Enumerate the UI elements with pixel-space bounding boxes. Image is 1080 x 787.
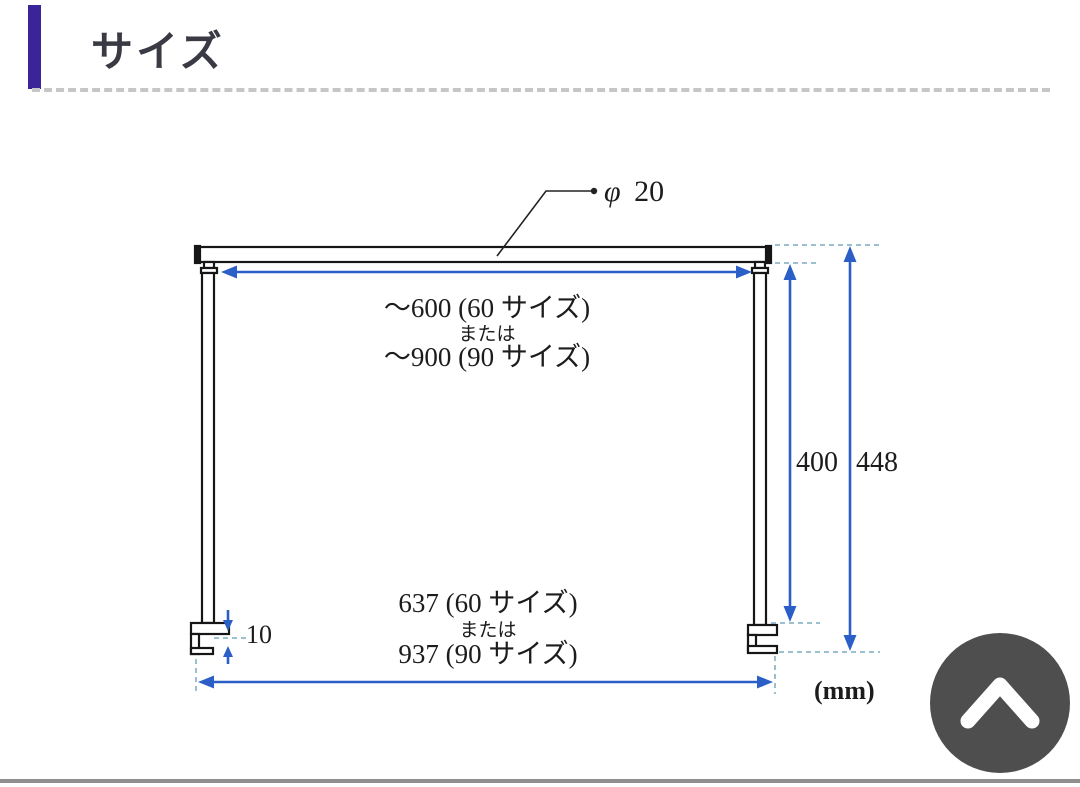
height-total-label: 448 (856, 447, 898, 478)
diameter-label: φ 20 (604, 175, 664, 208)
bottom-divider (0, 779, 1080, 783)
frame-top-bar-right-cap (764, 244, 773, 265)
bottom-width-label-90: 937 (90 サイズ) (398, 639, 577, 669)
unit-label: (mm) (814, 676, 875, 705)
frame-right-post (752, 271, 768, 627)
foot-gap-label: 10 (246, 620, 272, 649)
frame-structure (189, 244, 779, 656)
chevron-up-icon (960, 677, 1040, 729)
bottom-width-label-60: 637 (60 サイズ) (398, 588, 577, 618)
frame-top-bar (195, 245, 771, 264)
top-width-label-90: ～900 (90 サイズ) (384, 342, 590, 372)
dimension-arrowheads (198, 246, 857, 689)
frame-left-post (200, 271, 216, 625)
top-width-or: または (458, 324, 515, 345)
top-width-label-60: ～600 (60 サイズ) (384, 293, 590, 323)
height-pole-label: 400 (796, 447, 838, 478)
size-diagram: φ 20 ～600 (60 サイズ) または ～900 (90 サイズ) 400… (189, 175, 898, 705)
diameter-leader (496, 187, 598, 257)
title-accent-bar (28, 5, 41, 89)
frame-right-foot (746, 623, 779, 655)
frame-top-bar-left-cap (193, 244, 202, 265)
header-dashed-divider (32, 88, 1050, 92)
page-title: サイズ (91, 28, 225, 75)
back-to-top-button[interactable] (930, 633, 1070, 773)
bottom-width-or: または (459, 620, 516, 641)
